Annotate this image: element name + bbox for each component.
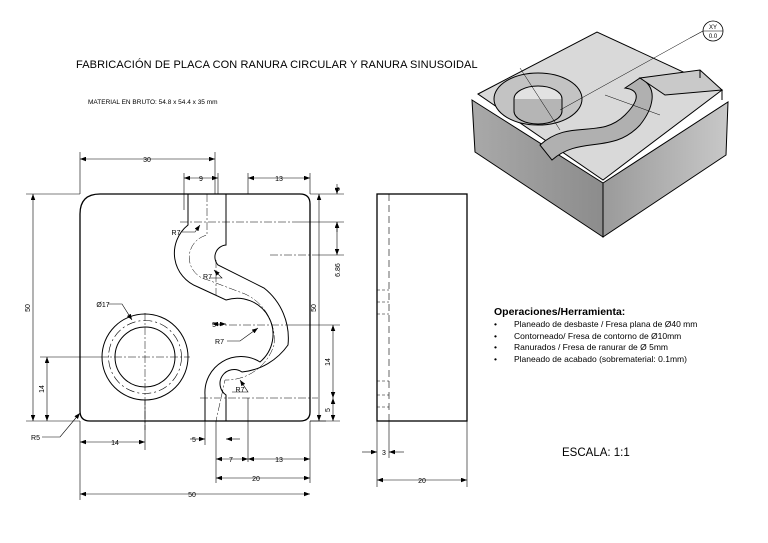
dimension-labels: 30 9 13 6 50 6.86 50 14 14 5 14 5 5 7 13… bbox=[25, 25, 718, 499]
side-view bbox=[362, 193, 468, 487]
dim-20-side: 20 bbox=[418, 478, 426, 485]
dim-6-86: 6.86 bbox=[335, 263, 342, 277]
dim-9: 9 bbox=[199, 176, 203, 183]
label-diameter-17: Ø17 bbox=[96, 302, 109, 309]
label-r5: R5 bbox=[31, 435, 40, 442]
dim-14-right: 14 bbox=[325, 358, 332, 366]
dim-50-left: 50 bbox=[25, 304, 32, 312]
dim-3: 3 bbox=[382, 450, 386, 457]
dim-50-right: 50 bbox=[311, 304, 318, 312]
dim-14-left: 14 bbox=[39, 385, 46, 393]
dim-20: 20 bbox=[252, 476, 260, 483]
dim-5-right: 5 bbox=[325, 408, 332, 412]
dim-5-bottom: 5 bbox=[192, 437, 196, 444]
badge-bottom: 0.0 bbox=[709, 34, 718, 40]
label-r7-top: R7 bbox=[172, 230, 181, 237]
label-r7-mid: R7 bbox=[203, 274, 212, 281]
operations-panel: Operaciones/Herramienta: Planeado de des… bbox=[494, 306, 754, 365]
dim-50-bottom: 50 bbox=[188, 492, 196, 499]
dim-30: 30 bbox=[143, 157, 151, 164]
operation-item: Contorneado/ Fresa de contorno de Ø10mm bbox=[494, 331, 754, 343]
dim-7: 7 bbox=[229, 457, 233, 464]
isometric-view bbox=[471, 20, 729, 238]
operation-item: Planeado de desbaste / Fresa plana de Ø4… bbox=[494, 319, 754, 331]
front-view bbox=[79, 193, 318, 430]
operations-list: Planeado de desbaste / Fresa plana de Ø4… bbox=[494, 319, 754, 365]
operations-heading: Operaciones/Herramienta: bbox=[494, 306, 626, 318]
stock-material-note: MATERIAL EN BRUTO: 54.8 x 54.4 x 35 mm bbox=[88, 99, 218, 106]
label-r7-lower: R7 bbox=[215, 339, 224, 346]
dim-5-inner: 5 bbox=[212, 322, 216, 329]
operation-item: Planeado de acabado (sobrematerial: 0.1m… bbox=[494, 354, 754, 366]
scale-label: ESCALA: 1:1 bbox=[562, 447, 630, 459]
front-dimensions bbox=[26, 152, 344, 500]
dim-13-top: 13 bbox=[275, 176, 283, 183]
label-r7-bottom: R7 bbox=[236, 387, 245, 394]
operation-item: Ranurados / Fresa de ranurar de Ø 5mm bbox=[494, 342, 754, 354]
drawing-title: FABRICACIÓN DE PLACA CON RANURA CIRCULAR… bbox=[76, 59, 478, 71]
dim-13-bottom: 13 bbox=[275, 457, 283, 464]
dim-6: 6 bbox=[335, 187, 342, 191]
badge-top: XY bbox=[709, 25, 717, 31]
dim-14-bottom: 14 bbox=[111, 440, 119, 447]
